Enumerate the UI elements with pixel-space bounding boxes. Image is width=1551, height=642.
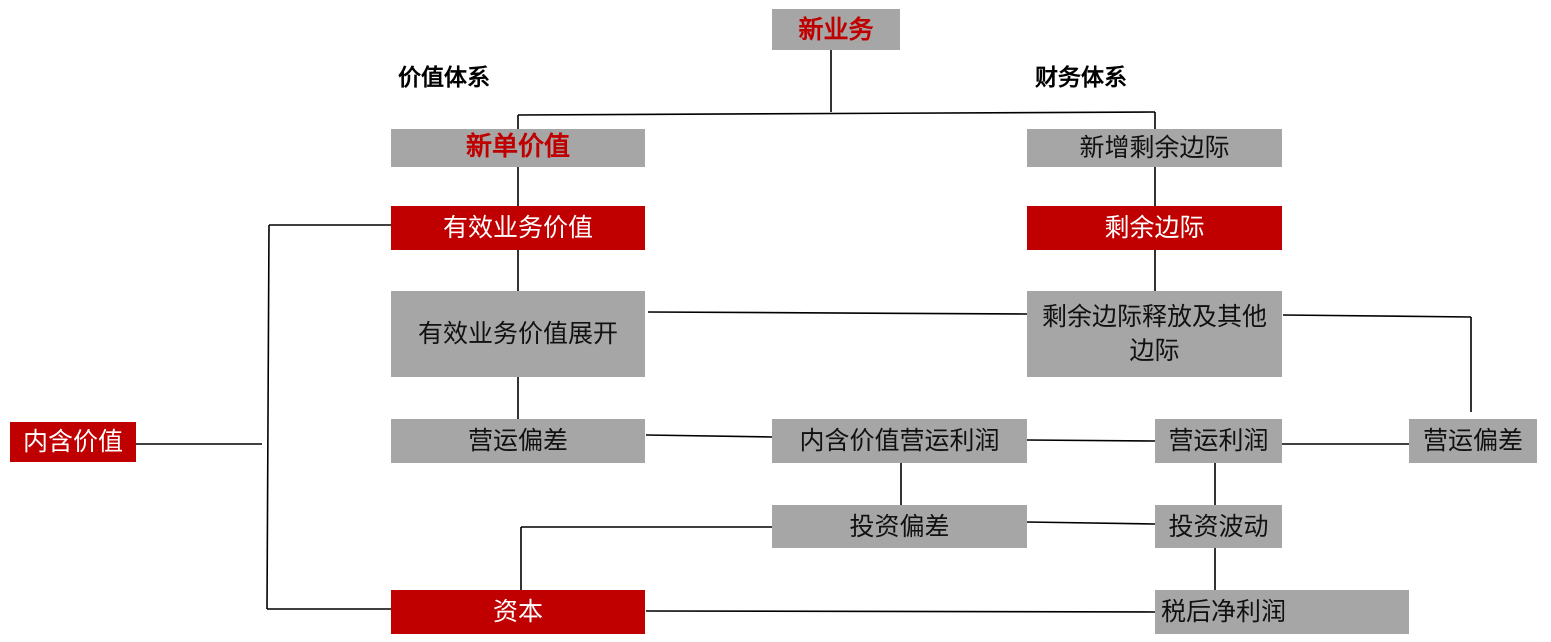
node-operating-profit-label: 营运利润 xyxy=(1168,426,1269,456)
node-in-force-value-expansion: 有效业务价值展开 xyxy=(391,291,645,377)
node-residual-margin: 剩余边际 xyxy=(1027,206,1282,250)
value-system-heading: 价值体系 xyxy=(398,65,490,91)
node-in-force-value: 有效业务价值 xyxy=(391,206,645,250)
node-net-profit-label: 税后净利润 xyxy=(1161,597,1287,627)
node-investment-volatility: 投资波动 xyxy=(1155,505,1282,548)
node-new-business-label: 新业务 xyxy=(798,14,874,44)
finance-system-heading: 财务体系 xyxy=(1035,65,1127,91)
node-embedded-value: 内含价值 xyxy=(10,422,136,462)
node-investment-variance: 投资偏差 xyxy=(772,505,1027,548)
node-investment-volatility-label: 投资波动 xyxy=(1168,511,1269,541)
node-residual-margin-label: 剩余边际 xyxy=(1104,213,1205,243)
node-operating-variance-right: 营运偏差 xyxy=(1409,419,1537,463)
node-capital: 资本 xyxy=(391,590,645,634)
node-investment-variance-label: 投资偏差 xyxy=(849,511,950,541)
node-margin-release-label: 剩余边际释放及其他边际 xyxy=(1041,302,1267,365)
node-operating-variance-left-label: 营运偏差 xyxy=(467,426,568,456)
node-in-force-value-label: 有效业务价值 xyxy=(442,213,593,243)
node-new-surplus-margin: 新增剩余边际 xyxy=(1027,129,1282,167)
node-operating-variance-right-label: 营运偏差 xyxy=(1422,426,1523,456)
node-ev-operating-profit: 内含价值营运利润 xyxy=(772,419,1027,463)
node-new-business-value: 新单价值 xyxy=(391,129,645,167)
node-operating-variance-left: 营运偏差 xyxy=(391,419,645,463)
node-new-business: 新业务 xyxy=(772,9,900,50)
node-net-profit: 税后净利润 xyxy=(1155,590,1409,634)
node-embedded-value-label: 内含价值 xyxy=(22,427,123,457)
node-operating-profit: 营运利润 xyxy=(1155,419,1282,463)
node-ev-operating-profit-label: 内含价值营运利润 xyxy=(799,426,1000,456)
node-capital-label: 资本 xyxy=(492,597,543,627)
node-new-business-value-label: 新单价值 xyxy=(465,132,570,163)
node-margin-release: 剩余边际释放及其他边际 xyxy=(1027,291,1282,377)
node-new-surplus-margin-label: 新增剩余边际 xyxy=(1079,133,1230,163)
node-in-force-value-expansion-label: 有效业务价值展开 xyxy=(417,319,618,349)
